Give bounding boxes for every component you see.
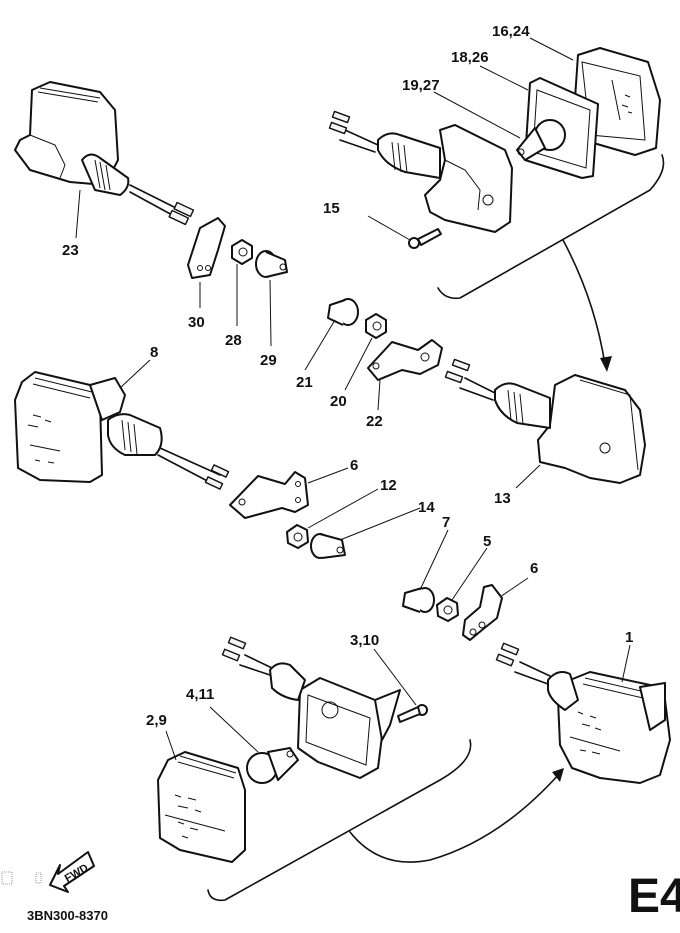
screw-3-10 (397, 704, 428, 723)
forward-direction-indicator: FWD (1, 851, 95, 893)
leader-14 (339, 507, 421, 541)
leader-3 (373, 648, 417, 706)
callout-12: 12 (380, 477, 397, 494)
housing-rear-right (328, 110, 513, 233)
bracket-6 (462, 584, 503, 641)
grommet-29 (255, 250, 288, 278)
callout-22: 22 (366, 413, 383, 430)
callout-15: 13 (494, 490, 511, 507)
leader-4 (209, 706, 259, 753)
leader-12 (307, 488, 379, 529)
callout-1: 1 (625, 629, 633, 646)
leader-19 (433, 91, 521, 139)
leader-17 (367, 215, 411, 241)
callout-4: 4,11 (186, 686, 214, 703)
nut-28 (231, 239, 253, 265)
leader-7 (419, 529, 449, 591)
callout-17: 15 (323, 200, 340, 217)
grommet-14 (310, 533, 346, 559)
callout-6: 6 (530, 560, 538, 577)
lens-2-9 (157, 751, 246, 863)
flasher-lamp-front-left (14, 371, 230, 490)
leader-29 (269, 279, 272, 347)
grommet-21 (327, 298, 359, 326)
leader-21 (304, 319, 336, 371)
callout-20: 20 (330, 393, 347, 410)
callout-16: 16,24 (492, 23, 530, 40)
leader-20 (344, 337, 373, 391)
fwd-label: FWD (63, 862, 91, 885)
nut-5 (436, 597, 459, 622)
flasher-lamp-front-right (495, 642, 671, 784)
callout-2: 2,9 (146, 712, 167, 729)
bracket-22 (367, 339, 443, 381)
drawing-code: 3BN300-8370 (27, 908, 108, 923)
bracket-13 (229, 471, 309, 519)
callout-3: 3,10 (350, 632, 379, 649)
nut-12 (286, 524, 309, 549)
housing-front (221, 636, 401, 779)
leader-1 (621, 644, 631, 683)
callout-23: 23 (62, 242, 79, 259)
arrow-head-bottom (552, 768, 564, 782)
assembly-arrow-top (562, 239, 606, 366)
callout-19: 19,27 (402, 77, 440, 94)
page-id: E4 (628, 870, 680, 923)
callout-28: 28 (225, 332, 242, 349)
leader-8 (119, 359, 151, 389)
leader-2 (165, 730, 177, 761)
grommet-7 (402, 587, 435, 613)
callout-13: 6 (350, 457, 358, 474)
arrow-head-top (600, 356, 612, 372)
flasher-lamp-rear-left (14, 81, 195, 226)
leader-6 (499, 577, 529, 598)
group-bracket-top (437, 154, 665, 300)
leader-13 (307, 467, 349, 484)
bracket-30 (187, 217, 226, 279)
nut-20 (365, 313, 387, 339)
leader-16 (529, 37, 574, 61)
callout-14: 14 (418, 499, 435, 516)
leader-23 (75, 189, 81, 239)
callout-8: 8 (150, 344, 158, 361)
leader-5 (451, 547, 488, 601)
leader-22 (377, 379, 381, 411)
callout-30: 30 (188, 314, 205, 331)
group-bracket-bottom (207, 739, 472, 902)
screw-17-25 (408, 228, 442, 249)
bulb-4-11 (246, 747, 299, 784)
callout-5: 5 (483, 533, 491, 550)
callout-21: 21 (296, 374, 313, 391)
leader-18 (479, 65, 529, 91)
flasher-lamp-rear-right (444, 358, 646, 484)
assembly-arrow-bottom (349, 772, 561, 863)
callout-7: 7 (442, 514, 450, 531)
callout-29: 29 (260, 352, 277, 369)
bulb-19-27 (516, 119, 566, 161)
leader-15 (515, 464, 541, 489)
callout-18: 18,26 (451, 49, 489, 66)
